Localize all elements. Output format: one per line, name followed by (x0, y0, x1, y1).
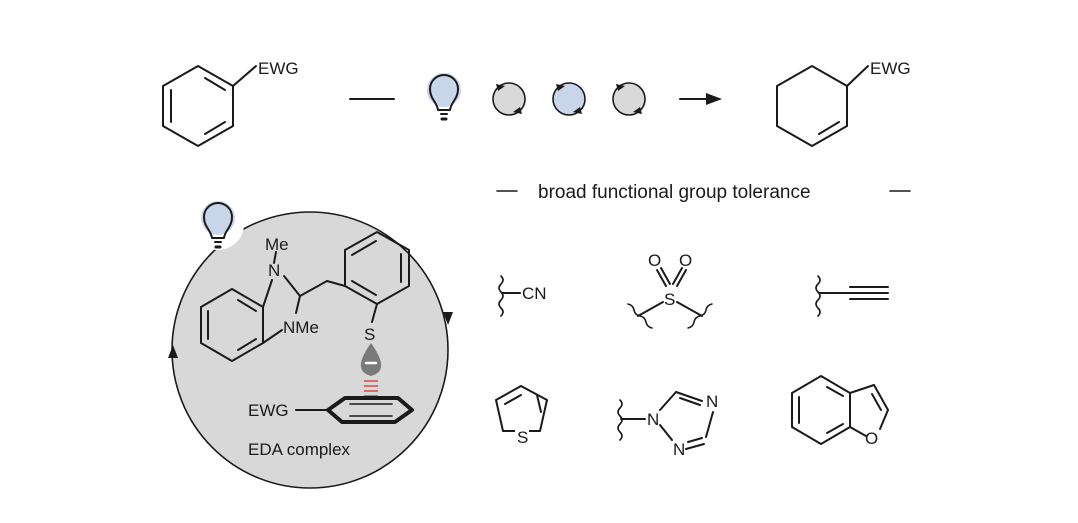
acceptor-arene: EWG (248, 396, 414, 424)
nme-label: NMe (283, 318, 319, 337)
sulfonyl-o2: O (679, 251, 692, 270)
reaction-arrow (679, 93, 722, 105)
thiophene-ring: S (495, 385, 548, 447)
n-methyl-label: Me (265, 235, 289, 254)
donor-molecule: Me N NMe S (200, 231, 410, 376)
thiophene-s-label: S (517, 428, 528, 447)
catalytic-cycle-icon (612, 82, 646, 116)
sulfonyl-s: S (664, 290, 675, 309)
acceptor-ewg-label: EWG (248, 401, 289, 420)
sulfonyl-o1: O (648, 251, 661, 270)
catalytic-cycle-icon (492, 82, 526, 116)
nitrile-group: CN (498, 275, 547, 317)
benzofuran-o-label: O (865, 429, 878, 448)
triazole-ring: N N N (617, 391, 718, 459)
sulfur-label: S (364, 325, 375, 344)
eda-caption: EDA complex (248, 440, 351, 459)
substrate-ewg-label: EWG (258, 59, 299, 78)
nitrile-label: CN (522, 284, 547, 303)
alkyne-group (815, 275, 889, 317)
tolerance-heading: broad functional group tolerance (538, 182, 811, 203)
triazole-n2-label: N (673, 440, 685, 459)
n-atom-label: N (268, 261, 280, 280)
triazole-n4-label: N (706, 392, 718, 411)
sulfonyl-group: O O S (627, 251, 713, 329)
catalytic-cycle-icon (552, 82, 586, 116)
product-ewg-label: EWG (870, 59, 911, 78)
substrate-benzene: EWG (162, 59, 299, 147)
triazole-n1-label: N (647, 410, 659, 429)
light-bulb-icon (201, 201, 235, 249)
benzofuran-ring: O (791, 375, 889, 448)
light-bulb-icon (427, 73, 461, 121)
product-cyclohexene: EWG (776, 59, 911, 147)
